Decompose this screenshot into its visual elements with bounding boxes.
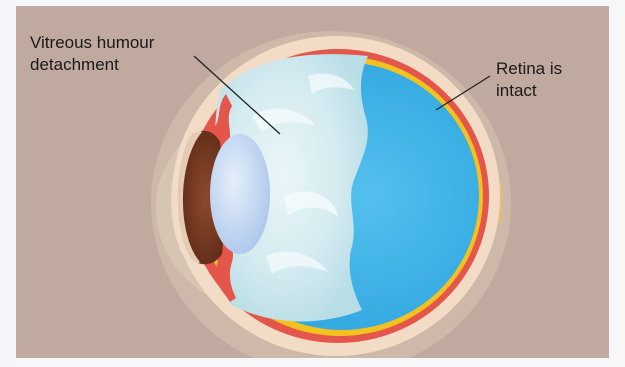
vitreous-label-line-1: Vitreous humour bbox=[30, 32, 230, 54]
vitreous-detachment-label: Vitreous humour detachment bbox=[30, 32, 230, 76]
diagram-panel: Vitreous humour detachment Retina is int… bbox=[16, 6, 609, 358]
vitreous-label-line-2: detachment bbox=[30, 54, 230, 76]
retina-label-line-2: intact bbox=[496, 80, 606, 102]
retina-label-line-1: Retina is bbox=[496, 58, 606, 80]
retina-intact-label: Retina is intact bbox=[496, 58, 606, 102]
lens bbox=[210, 134, 270, 254]
